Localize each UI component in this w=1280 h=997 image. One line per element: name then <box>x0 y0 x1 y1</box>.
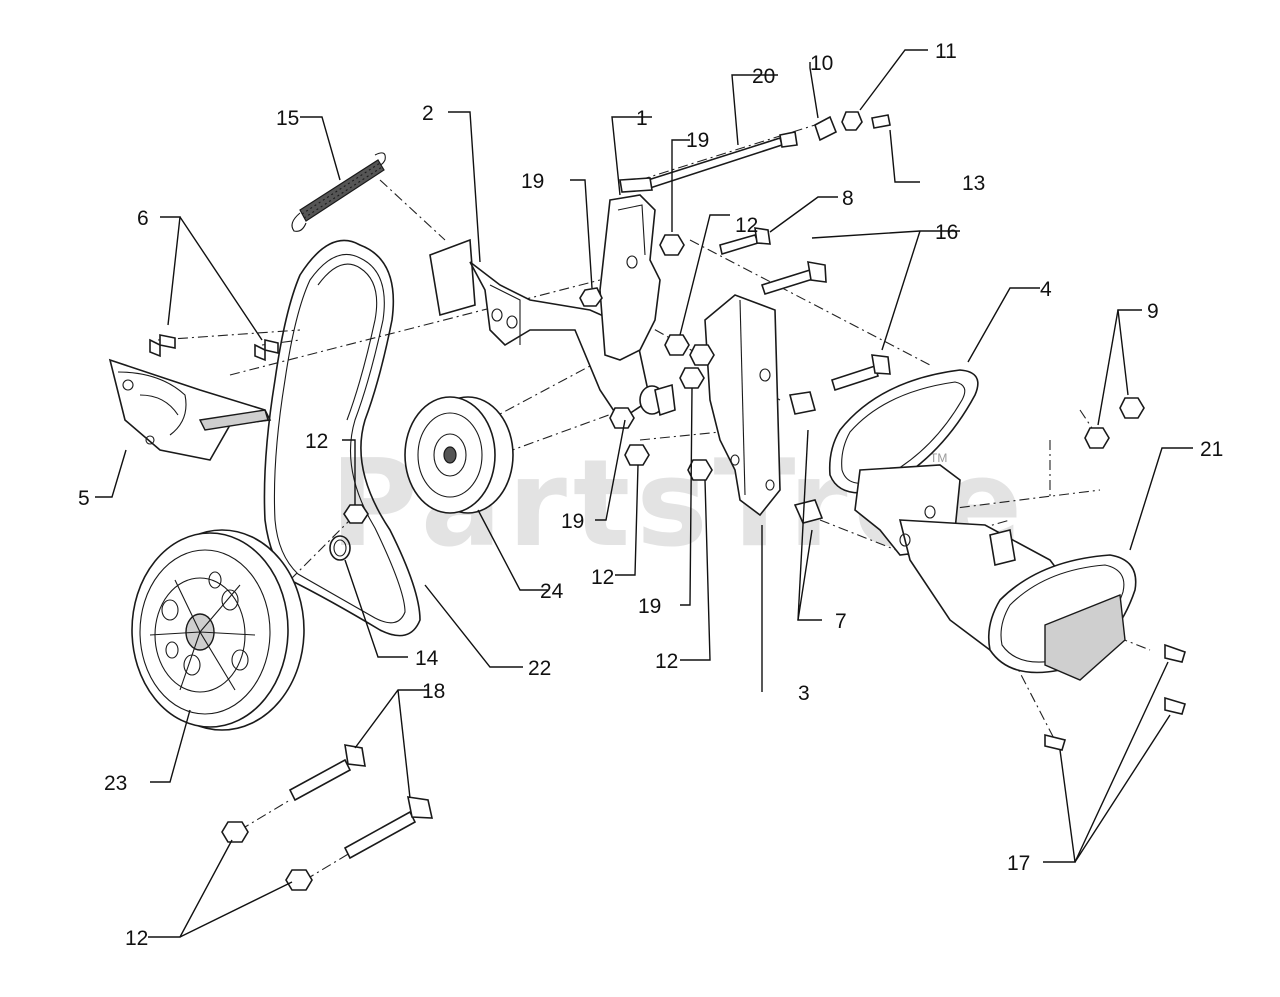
callout-10: 10 <box>810 52 833 75</box>
callout-1: 1 <box>636 107 648 130</box>
bracket-bolts <box>149 334 279 362</box>
callout-19a: 19 <box>686 129 709 152</box>
callout-13: 13 <box>962 172 985 195</box>
transmission-housing <box>854 464 1137 681</box>
callout-20: 20 <box>752 65 775 88</box>
callout-11: 11 <box>935 40 957 63</box>
callout-15: 15 <box>276 107 299 130</box>
callout-2: 2 <box>422 102 434 125</box>
callout-12e: 12 <box>125 927 148 950</box>
callout-6: 6 <box>137 207 149 230</box>
idler-arm <box>429 238 676 422</box>
callout-17: 17 <box>1007 852 1030 875</box>
nuts <box>579 234 715 481</box>
belt-guide-bracket <box>108 358 272 461</box>
callout-22: 22 <box>528 657 551 680</box>
callout-5: 5 <box>78 487 90 510</box>
callout-12c: 12 <box>591 566 614 589</box>
gasket <box>828 369 979 494</box>
callout-7: 7 <box>835 610 847 633</box>
v-belt <box>263 239 421 637</box>
callout-9: 9 <box>1147 300 1159 323</box>
housing-screws <box>1044 643 1186 751</box>
bolts <box>719 227 891 524</box>
watermark-trademark: TM <box>930 451 947 465</box>
callout-4: 4 <box>1040 278 1052 301</box>
engine-pulley <box>131 529 305 731</box>
housing-nuts <box>1084 397 1145 449</box>
retaining-ring <box>329 535 351 561</box>
callout-23: 23 <box>104 772 127 795</box>
hex-nut <box>343 504 369 524</box>
callout-24: 24 <box>540 580 564 603</box>
callout-18: 18 <box>422 680 445 703</box>
callout-19b: 19 <box>521 170 544 193</box>
control-plate <box>599 194 661 361</box>
control-rod <box>619 111 891 193</box>
callout-19c: 19 <box>561 510 584 533</box>
callout-12a: 12 <box>735 214 758 237</box>
mounting-bracket <box>704 294 781 517</box>
extension-spring <box>291 152 386 232</box>
callout-12d: 12 <box>655 650 678 673</box>
callout-12b: 12 <box>305 430 328 453</box>
callout-3: 3 <box>798 682 810 705</box>
callout-labels: 1 2 3 4 5 6 7 8 9 10 11 12 12 12 12 12 1… <box>78 40 1223 950</box>
leader-lines <box>95 49 1193 938</box>
callout-19d: 19 <box>638 595 661 618</box>
callout-8: 8 <box>842 187 854 210</box>
callout-21: 21 <box>1200 438 1223 461</box>
pulley-bolts <box>221 744 434 891</box>
idler-pulley <box>404 396 514 514</box>
callout-14: 14 <box>415 647 439 670</box>
callout-16: 16 <box>935 221 958 244</box>
